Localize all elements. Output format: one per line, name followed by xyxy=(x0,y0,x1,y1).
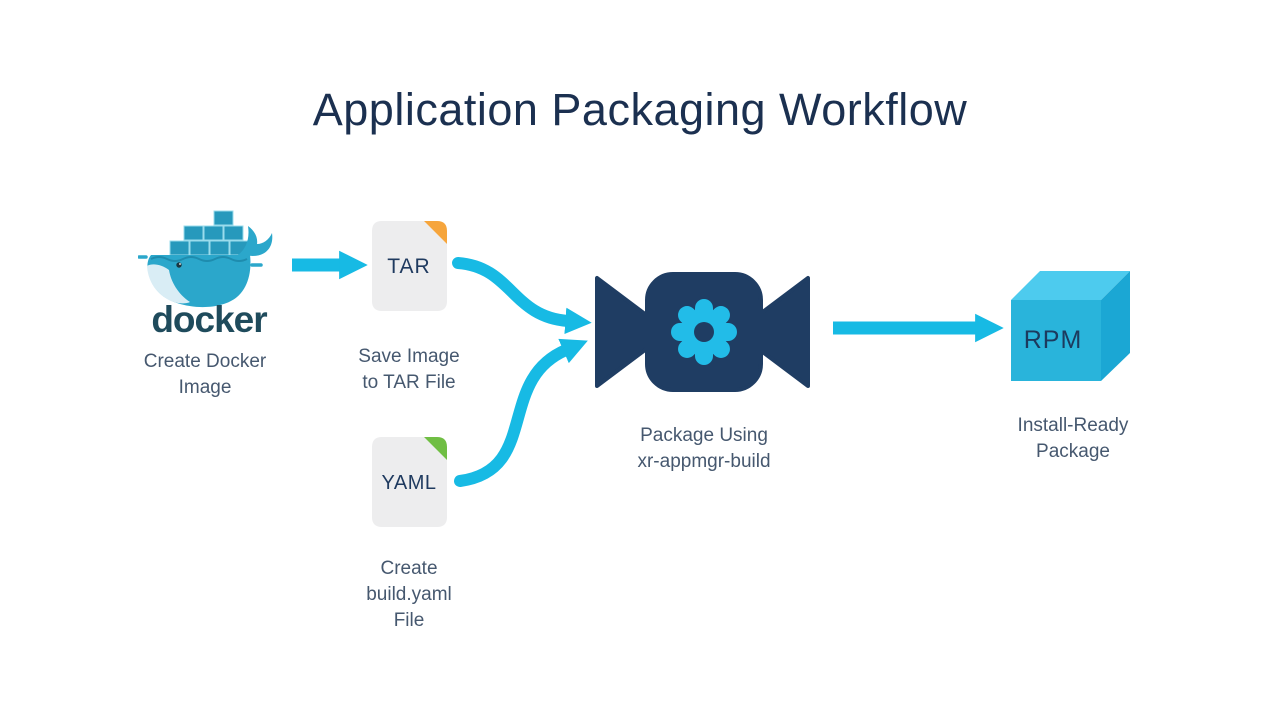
yaml-badge: YAML xyxy=(382,472,437,494)
package-left-funnel xyxy=(595,276,671,388)
yaml-file-node: YAML xyxy=(372,437,447,532)
yaml-fold-corner xyxy=(424,437,447,460)
rpm-badge: RPM xyxy=(1024,326,1083,354)
yaml-label: Create build.yaml File xyxy=(366,558,452,631)
rpm-cube-node: RPM xyxy=(1008,268,1133,389)
gear-icon xyxy=(671,299,737,365)
docker-wordmark: docker xyxy=(151,299,267,340)
cube-front-face xyxy=(1011,300,1101,381)
tar-file-node: TAR xyxy=(372,221,447,316)
docker-container-stack xyxy=(169,210,250,256)
tar-fold-corner xyxy=(424,221,447,244)
arrow-tar-to-package xyxy=(452,257,592,334)
tar-label: Save Image to TAR File xyxy=(358,346,460,393)
rpm-cube-icon: RPM xyxy=(1011,271,1130,381)
package-build-node xyxy=(595,272,810,397)
package-build-icon xyxy=(595,272,810,392)
arrow-yaml-to-package xyxy=(454,338,588,487)
package-label: Package Using xr-appmgr-build xyxy=(637,425,771,472)
yaml-file-icon: YAML xyxy=(372,437,447,527)
package-right-funnel xyxy=(734,276,810,388)
tar-badge: TAR xyxy=(387,255,430,278)
page-title: Application Packaging Workflow xyxy=(312,84,968,135)
docker-whale-icon: docker xyxy=(137,210,273,340)
cube-top-face xyxy=(1011,271,1130,300)
tar-file-icon: TAR xyxy=(372,221,447,311)
docker-node: docker xyxy=(137,208,280,345)
rpm-label: Install-Ready Package xyxy=(1017,415,1129,462)
cube-right-face xyxy=(1101,271,1130,381)
docker-label: Create Docker Image xyxy=(143,351,267,398)
